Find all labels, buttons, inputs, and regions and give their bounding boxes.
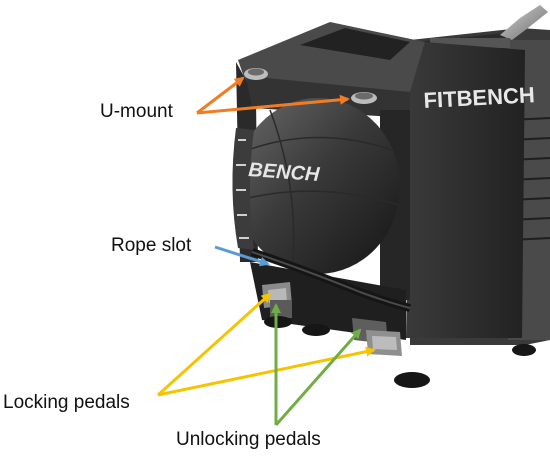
u-mount-right-knob [351,92,377,104]
locking-pedals-arrow-right [157,346,376,397]
feet [264,316,536,388]
u-mount-left-knob [244,68,268,80]
rope-slot-label: Rope slot [111,235,192,256]
unlocking-pedals-label: Unlocking pedals [176,429,321,450]
fitbench-logo: FITBENCH [423,82,535,113]
ball [232,98,400,274]
ball-logo: BENCH [248,159,321,186]
u-mount-arrow-left [196,76,245,115]
unlocking-pedals-arrow-right [274,328,362,426]
locking-pedal-right [366,330,402,356]
locking-pedals-label: Locking pedals [3,392,130,413]
u-mount-arrow-right [196,94,350,115]
locking-pedals-arrow-left [156,292,272,397]
unlocking-pedal-left [270,300,292,318]
rope-slot-arrow [214,245,270,267]
u-mount-label: U-mount [100,101,173,122]
